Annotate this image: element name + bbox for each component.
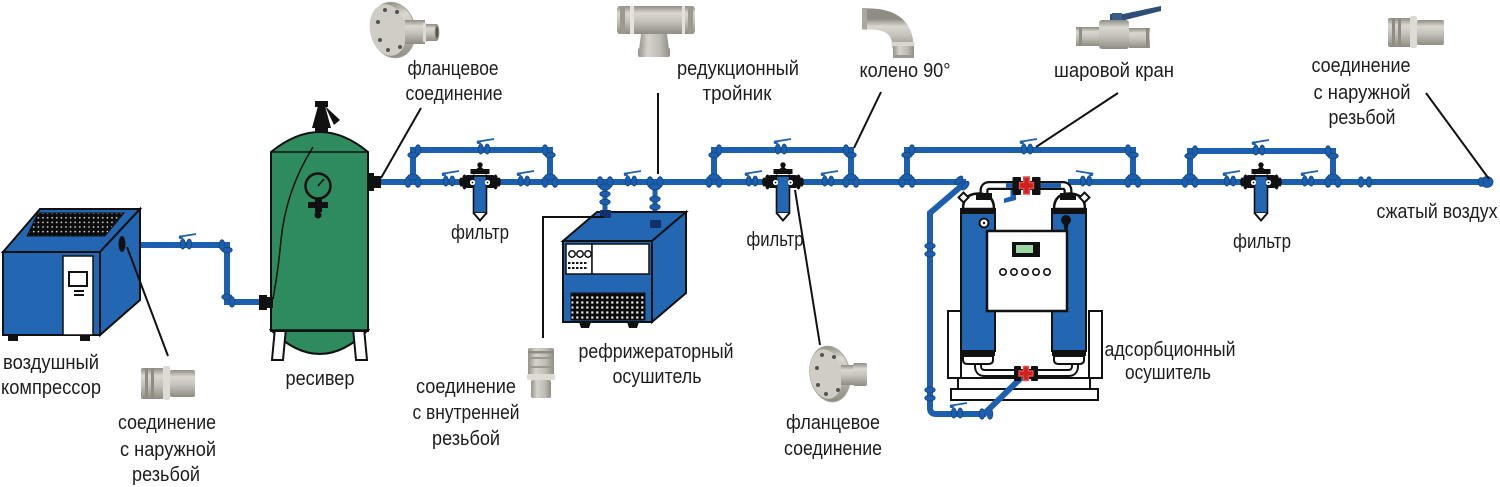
svg-text:соединение: соединение	[118, 412, 216, 434]
svg-text:соединение: соединение	[784, 438, 882, 460]
svg-text:с наружной: с наружной	[1314, 82, 1411, 104]
svg-text:компрессор: компрессор	[1, 377, 101, 399]
svg-text:воздушный: воздушный	[3, 352, 99, 374]
svg-text:шаровой кран: шаровой кран	[1054, 60, 1174, 82]
svg-text:соединение: соединение	[406, 83, 503, 105]
svg-text:сжатый воздух: сжатый воздух	[1377, 201, 1498, 223]
svg-text:фильтр: фильтр	[1233, 231, 1291, 253]
svg-text:адсорбционный: адсорбционный	[1105, 339, 1236, 361]
svg-text:с внутренней: с внутренней	[413, 402, 520, 424]
svg-text:резьбой: резьбой	[1329, 107, 1396, 129]
svg-text:с наружной: с наружной	[120, 439, 216, 461]
svg-text:ресивер: ресивер	[286, 368, 355, 390]
svg-text:редукционный: редукционный	[677, 58, 799, 80]
svg-text:соединение: соединение	[416, 376, 516, 398]
svg-text:фланцевое: фланцевое	[786, 412, 880, 434]
svg-text:фильтр: фильтр	[747, 229, 804, 251]
svg-text:осушитель: осушитель	[1125, 362, 1211, 384]
svg-text:фильтр: фильтр	[451, 222, 509, 244]
svg-text:рефрижераторный: рефрижераторный	[579, 341, 734, 363]
svg-text:тройник: тройник	[703, 83, 772, 105]
svg-text:фланцевое: фланцевое	[408, 58, 499, 80]
svg-text:резьбой: резьбой	[132, 464, 200, 486]
svg-text:осушитель: осушитель	[613, 366, 702, 388]
svg-text:соединение: соединение	[1312, 55, 1411, 77]
svg-text:колено 90°: колено 90°	[860, 60, 951, 82]
svg-text:резьбой: резьбой	[432, 428, 500, 450]
